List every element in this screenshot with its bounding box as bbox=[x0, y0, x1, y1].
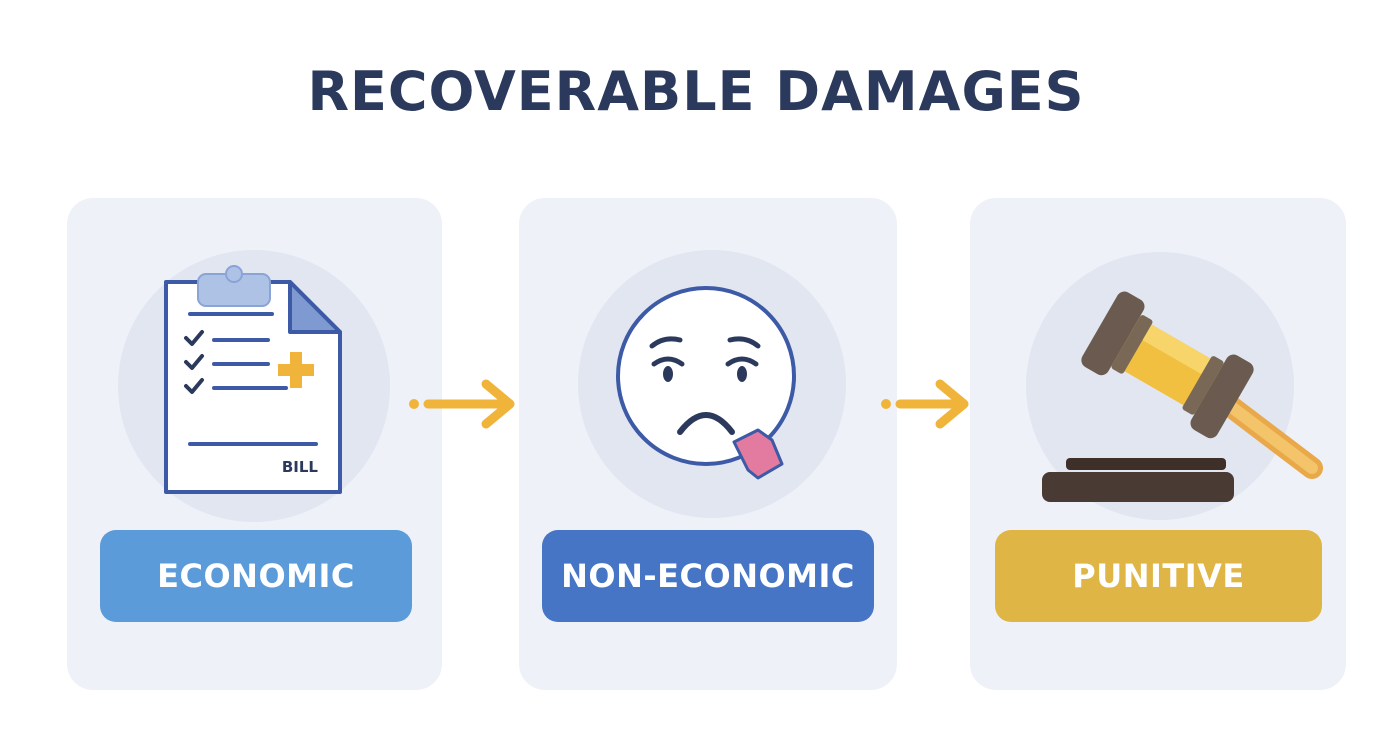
medical-bill-icon: BILL bbox=[164, 265, 342, 494]
non-economic-label: NON-ECONOMIC bbox=[561, 557, 855, 595]
page-title: RECOVERABLE DAMAGES bbox=[307, 60, 1085, 123]
arrow-right-icon bbox=[881, 379, 969, 429]
economic-label: ECONOMIC bbox=[157, 557, 355, 595]
bill-label: BILL bbox=[282, 458, 319, 476]
economic-button[interactable]: ECONOMIC bbox=[100, 530, 412, 622]
arrow-right-icon bbox=[409, 379, 515, 429]
gavel-icon bbox=[1042, 291, 1323, 502]
punitive-button[interactable]: PUNITIVE bbox=[995, 530, 1322, 622]
punitive-label: PUNITIVE bbox=[1072, 557, 1245, 595]
non-economic-button[interactable]: NON-ECONOMIC bbox=[542, 530, 874, 622]
sad-face-icon bbox=[616, 286, 796, 480]
